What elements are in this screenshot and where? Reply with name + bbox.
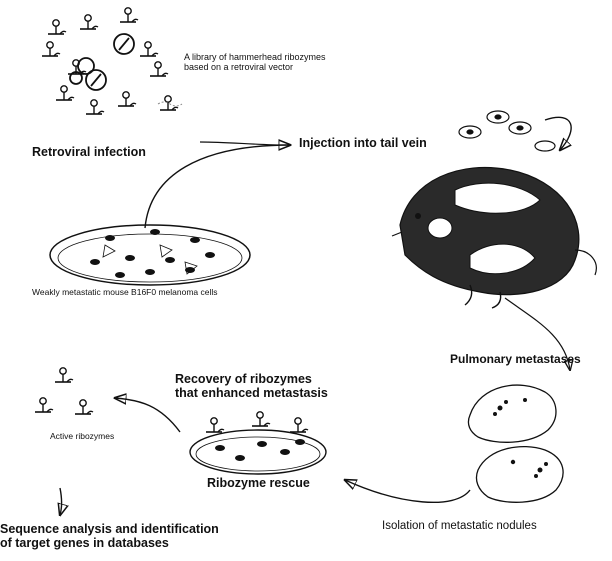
arrow-rescue-to-active (115, 398, 180, 432)
arrow-loop-to-mouse (545, 117, 571, 150)
retroviral-infection-label: Retroviral infection (32, 145, 146, 159)
injection-label: Injection into tail vein (299, 136, 427, 150)
petri-dish-icon (50, 225, 250, 285)
hammerhead-ribozyme-icon (48, 20, 66, 34)
active-ribozymes-label: Active ribozymes (50, 432, 114, 442)
pulmonary-metastases-label: Pulmonary metastases (450, 353, 581, 367)
hammerhead-ribozyme-icon (86, 100, 104, 114)
hammerhead-ribozyme-icon (160, 96, 178, 110)
hammerhead-ribozyme-icon (290, 418, 308, 432)
arrow-dish-to-injection (145, 145, 290, 228)
retroviral-vector-icon (70, 34, 134, 90)
hammerhead-ribozyme-icon (80, 15, 98, 29)
ribozyme-rescue-label: Ribozyme rescue (207, 476, 310, 490)
library-label: A library of hammerhead ribozymesbased o… (184, 52, 384, 73)
hammerhead-ribozyme-icon (150, 62, 168, 76)
ribozyme-library-cluster (42, 8, 182, 114)
hammerhead-ribozyme-icon (75, 400, 93, 414)
hammerhead-ribozyme-icon (118, 92, 136, 106)
hammerhead-ribozyme-icon (252, 412, 270, 426)
hammerhead-ribozyme-icon (120, 8, 138, 22)
arrow-lungs-to-rescue (345, 480, 470, 502)
lung-nodule-icon (468, 385, 563, 502)
injected-cells-icon (459, 111, 555, 151)
recovery-label: Recovery of ribozymesthat enhanced metas… (175, 372, 375, 401)
melanoma-cells-label: Weakly metastatic mouse B16F0 melanoma c… (32, 288, 218, 298)
hammerhead-ribozyme-icon (55, 368, 73, 382)
hammerhead-ribozyme-icon (206, 418, 224, 432)
mouse-icon (392, 167, 596, 308)
isolation-label: Isolation of metastatic nodules (382, 520, 537, 533)
rescue-dish-icon (190, 412, 326, 474)
hammerhead-ribozyme-icon (42, 42, 60, 56)
arrow-library-to-injection (200, 142, 288, 145)
hammerhead-ribozyme-icon (140, 42, 158, 56)
arrow-active-to-sequence (60, 488, 62, 515)
hammerhead-ribozyme-icon (35, 398, 53, 412)
hammerhead-ribozyme-icon (56, 86, 74, 100)
active-ribozymes-icon (35, 368, 93, 414)
sequence-analysis-label: Sequence analysis and identificationof t… (0, 522, 300, 551)
